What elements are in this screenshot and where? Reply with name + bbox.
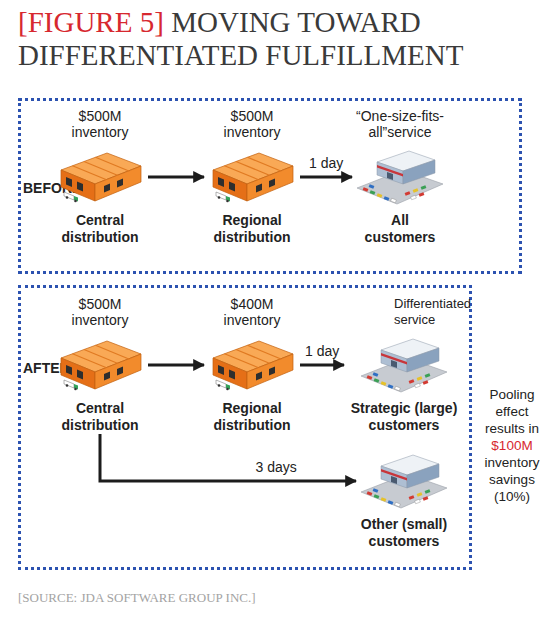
node-note: “One-size-fits-all”service bbox=[352, 108, 448, 140]
node-note: $500M inventory bbox=[212, 108, 292, 140]
node-name: Central distribution bbox=[58, 212, 142, 246]
figure-title: [FIGURE 5]MOVING TOWARD DIFFERENTIATED F… bbox=[18, 6, 488, 72]
node-note: Differentiated service bbox=[394, 296, 474, 328]
node-note: $400M inventory bbox=[212, 296, 292, 328]
figure-number: [FIGURE 5] bbox=[18, 6, 164, 38]
distribution-node: $500M inventoryRegional distribution bbox=[204, 108, 300, 246]
edge-label: 3 days bbox=[256, 459, 297, 475]
edge-label: 1 day bbox=[305, 343, 339, 359]
warehouse-icon bbox=[55, 336, 145, 394]
distribution-node: $500M inventoryCentral distribution bbox=[52, 296, 148, 434]
node-note: $500M inventory bbox=[60, 296, 140, 328]
icon-shape bbox=[361, 339, 447, 392]
flow-arrow bbox=[148, 364, 204, 367]
group-box: BEFORE$500M inventoryCentral distributio… bbox=[18, 98, 522, 274]
note-amount: $100M bbox=[474, 437, 550, 454]
node-name: All customers bbox=[360, 212, 440, 246]
customer-node: Differentiated serviceStrategic (large) … bbox=[344, 296, 464, 434]
icon-shape bbox=[213, 341, 293, 390]
flow-arrow bbox=[300, 364, 344, 367]
node-name: Other (small) customers bbox=[358, 516, 450, 550]
flow-arrow bbox=[100, 434, 356, 481]
warehouse-icon bbox=[207, 336, 297, 394]
node-note: $500M inventory bbox=[60, 108, 140, 140]
flow-arrow bbox=[148, 176, 204, 179]
warehouse-icon bbox=[55, 148, 145, 206]
store-icon bbox=[359, 452, 449, 510]
warehouse-icon bbox=[207, 148, 297, 206]
icon-shape bbox=[361, 455, 447, 508]
node-name: Regional distribution bbox=[210, 212, 294, 246]
icon-shape bbox=[357, 151, 443, 204]
icon-shape bbox=[213, 153, 293, 202]
customer-node: “One-size-fits-all”serviceAll customers bbox=[352, 108, 448, 246]
node-name: Strategic (large) customers bbox=[345, 400, 463, 434]
note-text: inventory savings (10%) bbox=[474, 454, 550, 505]
node-name: Regional distribution bbox=[210, 400, 294, 434]
group-box: AFTER$500M inventoryCentral distribution… bbox=[18, 285, 472, 570]
store-icon bbox=[355, 148, 445, 206]
icon-shape bbox=[61, 153, 141, 202]
icon-shape bbox=[61, 341, 141, 390]
edge-label: 1 day bbox=[309, 155, 343, 171]
pooling-note: Pooling effect results in $100M inventor… bbox=[474, 386, 550, 505]
source-note: [SOURCE: JDA SOFTWARE GROUP INC.] bbox=[18, 590, 256, 606]
node-name: Central distribution bbox=[58, 400, 142, 434]
distribution-node: $400M inventoryRegional distribution bbox=[204, 296, 300, 434]
note-text: Pooling effect results in bbox=[474, 386, 550, 437]
store-icon bbox=[359, 336, 449, 394]
distribution-node: $500M inventoryCentral distribution bbox=[52, 108, 148, 246]
customer-node: Other (small) customers bbox=[356, 452, 452, 550]
flow-arrow bbox=[300, 176, 352, 179]
